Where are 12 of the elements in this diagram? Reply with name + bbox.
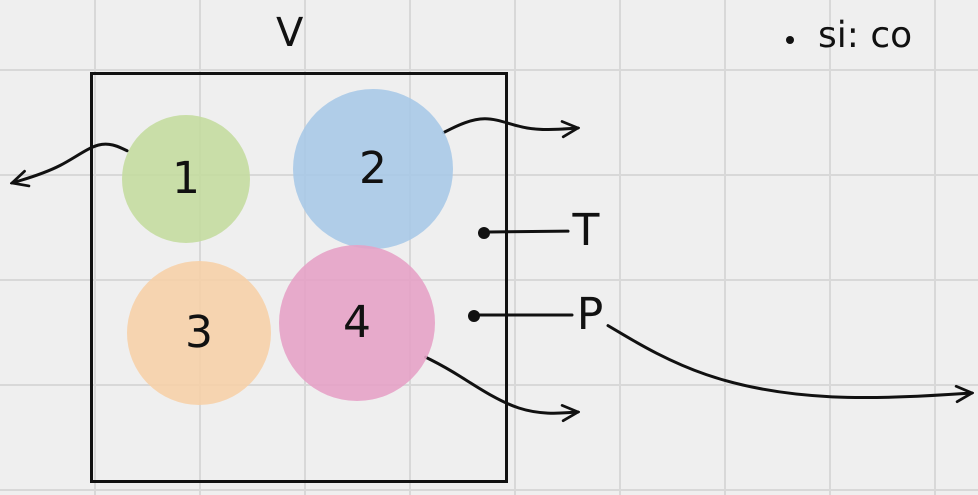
region-number: 2	[359, 147, 387, 191]
region-number: 4	[343, 301, 371, 345]
terminal-label: T	[572, 209, 600, 253]
region-number: 3	[185, 311, 213, 355]
arrow	[424, 356, 580, 422]
terminal-label: P	[576, 293, 604, 337]
arrow	[442, 117, 580, 138]
note-text: si: co	[818, 18, 912, 54]
arrow	[10, 142, 129, 188]
region-number: 1	[172, 157, 200, 201]
arrow	[606, 324, 974, 404]
box-heading: V	[276, 13, 304, 53]
